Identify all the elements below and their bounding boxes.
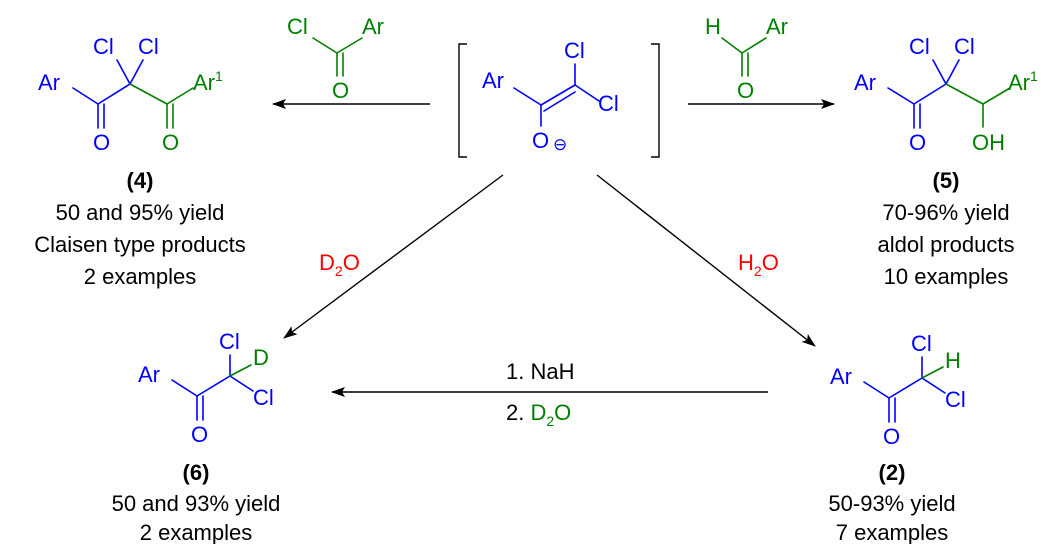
p2-ar: Ar	[830, 364, 852, 389]
step1-label: 1. NaH	[506, 359, 574, 384]
product-6-bonds	[171, 354, 254, 421]
product-4-line: 50 and 95% yield	[56, 200, 225, 225]
aldehyde-reagent: H Ar O	[705, 14, 788, 103]
p4-ar: Ar	[38, 70, 60, 95]
p4-o-right: O	[162, 130, 179, 155]
aldehyde-bonds	[721, 37, 767, 77]
p5-oh: OH	[972, 130, 1005, 155]
p2-cl-top: Cl	[911, 331, 932, 356]
aldehyde-o: O	[737, 78, 754, 103]
product-5-caption: (5) 70-96% yield aldol products 10 examp…	[878, 168, 1015, 289]
h2o-label: H2O	[738, 250, 779, 279]
left-bracket	[458, 43, 467, 158]
product-2-caption: (2) 50-93% yield 7 examples	[828, 460, 955, 544]
arrow-to-product-2	[596, 174, 816, 347]
product-5-line: aldol products	[878, 232, 1015, 257]
p4-cl-right: Cl	[138, 34, 159, 59]
product-2-bonds	[863, 356, 946, 423]
product-5-id: (5)	[933, 168, 960, 193]
aldehyde-ar: Ar	[766, 14, 788, 39]
enolate-bonds	[513, 63, 600, 127]
product-6-id: (6)	[183, 460, 210, 485]
product-6-line: 2 examples	[140, 520, 253, 544]
p6-cl-top: Cl	[219, 329, 240, 354]
p5-o: O	[909, 130, 926, 155]
acid-chloride-ar: Ar	[362, 14, 384, 39]
p4-ar1: Ar1	[193, 68, 223, 95]
acid-chloride-o: O	[332, 78, 349, 103]
product-5-line: 70-96% yield	[882, 200, 1009, 225]
acid-chloride-reagent: Cl Ar O	[287, 14, 384, 103]
p2-h: H	[945, 348, 961, 373]
enolate-intermediate: Ar Cl Cl O ⊖	[458, 38, 660, 158]
product-2-line: 7 examples	[836, 520, 949, 544]
p5-ar: Ar	[854, 70, 876, 95]
product-4-id: (4)	[127, 168, 154, 193]
p5-ar1: Ar1	[1008, 68, 1038, 95]
product-2-id: (2)	[879, 460, 906, 485]
p4-cl-left: Cl	[93, 34, 114, 59]
negative-charge-icon: ⊖	[553, 135, 567, 154]
acid-chloride-cl: Cl	[287, 14, 308, 39]
p5-cl-left: Cl	[909, 34, 930, 59]
product-2-structure: Ar Cl Cl H O	[830, 331, 966, 449]
p5-cl-right: Cl	[954, 34, 975, 59]
product-2-line: 50-93% yield	[828, 491, 955, 516]
p6-ar: Ar	[138, 362, 160, 387]
product-4-bonds	[72, 59, 194, 129]
enolate-ar: Ar	[482, 68, 504, 93]
p2-o: O	[883, 424, 900, 449]
product-6-line: 50 and 93% yield	[112, 491, 281, 516]
product-4-structure: Ar Cl Cl O O Ar1	[38, 34, 223, 155]
p4-o-left: O	[93, 130, 110, 155]
step2-label: 2. D2O	[506, 400, 571, 429]
product-4-line: 2 examples	[84, 264, 197, 289]
product-6-caption: (6) 50 and 93% yield 2 examples	[112, 460, 281, 544]
product-5-structure: Ar Cl Cl O OH Ar1	[854, 34, 1038, 155]
right-bracket	[651, 43, 660, 158]
enolate-oxygen: O	[532, 128, 549, 153]
product-5-bonds	[887, 59, 1011, 129]
p6-d: D	[253, 345, 269, 370]
enolate-cl-top: Cl	[564, 38, 585, 63]
p6-cl-right: Cl	[253, 385, 274, 410]
product-5-line: 10 examples	[884, 264, 1009, 289]
arrow-to-product-6	[283, 174, 504, 339]
p2-cl-right: Cl	[945, 387, 966, 412]
product-6-structure: Ar Cl Cl D O	[138, 329, 274, 447]
product-4-line: Claisen type products	[34, 232, 246, 257]
acid-chloride-bonds	[312, 37, 363, 77]
enolate-cl-right: Cl	[598, 91, 619, 116]
d2o-label: D2O	[319, 250, 360, 279]
aldehyde-h: H	[705, 14, 721, 39]
p6-o: O	[191, 422, 208, 447]
product-4-caption: (4) 50 and 95% yield Claisen type produc…	[34, 168, 246, 289]
